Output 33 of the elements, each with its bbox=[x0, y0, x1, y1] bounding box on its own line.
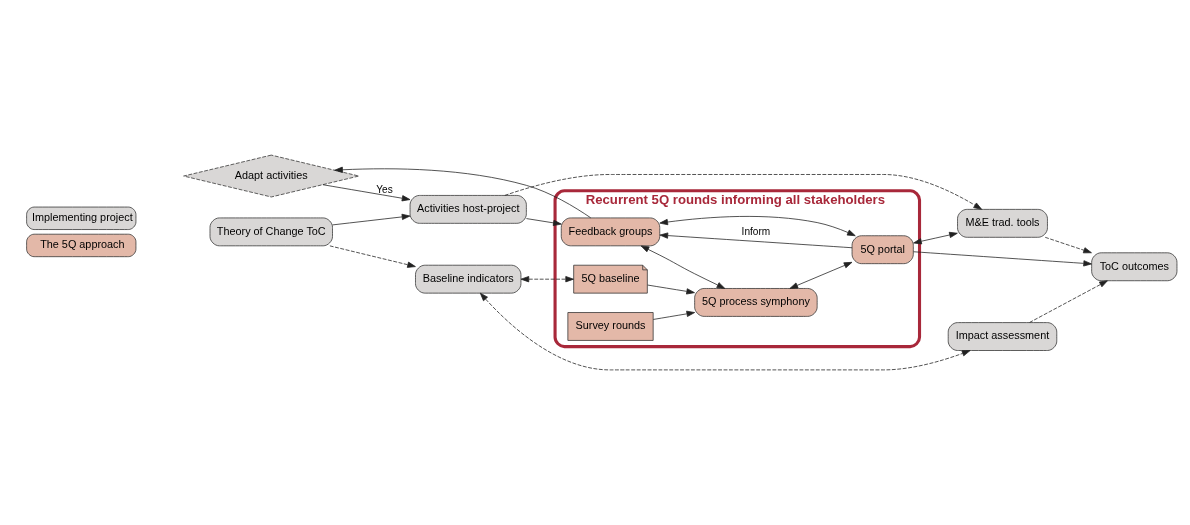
arrow bbox=[322, 184, 411, 202]
legend-label: The 5Q approach bbox=[40, 238, 125, 251]
arrow bbox=[329, 245, 416, 268]
node-box: Activities host-project bbox=[409, 195, 527, 224]
node-box: Theory of Change ToC bbox=[209, 217, 333, 247]
arrow bbox=[1044, 236, 1092, 254]
arrow bbox=[334, 166, 592, 219]
node-box: Feedback groups bbox=[560, 217, 661, 247]
arrow bbox=[652, 310, 696, 320]
node-box: 5Q process symphony bbox=[694, 288, 818, 317]
edge-label: Inform bbox=[741, 226, 771, 238]
node-box: Baseline indicators bbox=[415, 264, 522, 294]
node-box: Impact assessment bbox=[947, 322, 1058, 351]
arrow bbox=[647, 284, 695, 295]
node-box: ToC outcomes bbox=[1091, 252, 1178, 282]
arrow bbox=[659, 232, 853, 249]
arrow bbox=[479, 292, 971, 371]
arrow bbox=[789, 261, 853, 289]
legend-label: Implementing project bbox=[32, 211, 133, 224]
node-box: M&E trad. tools bbox=[957, 209, 1048, 238]
node-diamond: Adapt activities bbox=[183, 154, 360, 198]
node-box: Survey rounds bbox=[567, 312, 654, 341]
arrow bbox=[913, 231, 958, 245]
arrow bbox=[640, 245, 726, 289]
arrow bbox=[1029, 280, 1108, 323]
arrow bbox=[332, 213, 411, 226]
arrow bbox=[659, 216, 856, 237]
arrow bbox=[526, 218, 562, 226]
arrow bbox=[504, 174, 982, 210]
arrow bbox=[913, 251, 1092, 267]
node-box: 5Q portal bbox=[851, 235, 914, 265]
edge-label: Yes bbox=[376, 183, 393, 195]
arrow bbox=[520, 276, 574, 283]
